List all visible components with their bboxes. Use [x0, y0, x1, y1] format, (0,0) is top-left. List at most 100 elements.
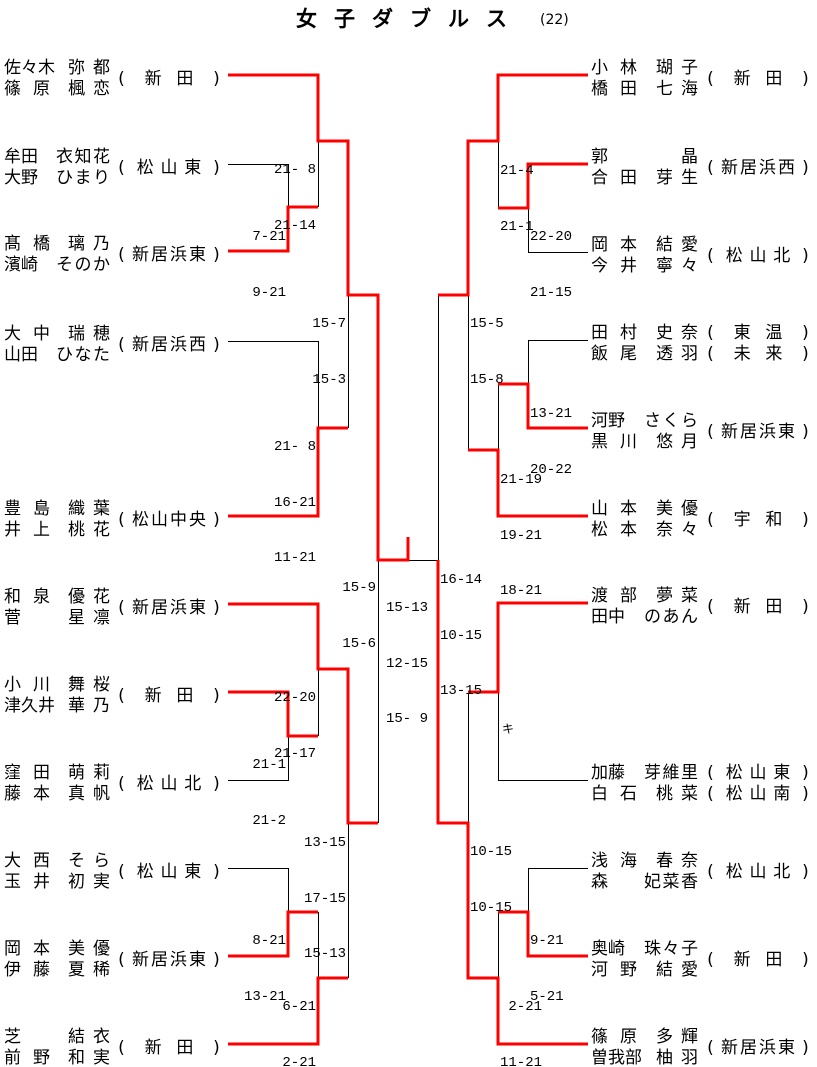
player-name: 玉井初実 — [4, 872, 110, 893]
given-name-char: く — [662, 411, 680, 431]
school-name-char: 居 — [740, 421, 757, 442]
school-name-char: 北 — [184, 773, 202, 794]
given-name-char: 花 — [93, 147, 110, 167]
player-name: 浅海春奈 — [591, 851, 698, 872]
school-bracket-open: ( — [707, 949, 714, 970]
school-name: (未来) — [702, 344, 814, 365]
family-name-char: 芝 — [4, 1027, 21, 1047]
game-score: 21-2 — [252, 812, 286, 829]
family-name-char: 中 — [608, 607, 625, 627]
school-name: (松山南) — [702, 784, 814, 805]
family-name-char: 野 — [608, 411, 625, 431]
school-name-char: 山 — [749, 245, 767, 266]
given-name: 晶 — [681, 147, 698, 168]
given-name-char: 春 — [656, 851, 673, 871]
bracket-line — [528, 868, 588, 912]
bracket-line — [228, 736, 289, 781]
family-name-char: 田 — [21, 147, 38, 167]
school-name-char: 浜 — [759, 421, 776, 442]
family-name: 小川 — [4, 675, 50, 696]
game-score: 13-21 — [243, 988, 286, 1005]
family-name-char: 和 — [4, 587, 21, 607]
given-name: 春奈 — [656, 851, 698, 872]
given-name-char: 奈 — [656, 520, 673, 540]
school-name: (新居浜東) — [113, 245, 225, 266]
school-bracket-open: ( — [707, 323, 714, 343]
game-score: 15-6 — [342, 635, 376, 652]
school-name-char: 新 — [144, 685, 162, 706]
family-name-char: 小 — [4, 675, 21, 695]
school-name-char: 宇 — [733, 509, 751, 530]
school-bracket-close: ) — [213, 509, 220, 530]
given-name-char: 夢 — [656, 586, 673, 606]
family-name: 松本 — [591, 520, 637, 541]
family-name: 田村 — [591, 323, 637, 344]
school-name-char: 浜 — [170, 949, 187, 970]
family-name-char: 石 — [620, 784, 637, 804]
given-name: 珠々子 — [644, 939, 698, 960]
school-name: (松山中央) — [113, 510, 225, 531]
family-name: 森 — [591, 872, 608, 893]
team-entry: 豊島織葉井上桃花(松山中央) — [4, 499, 225, 541]
given-name-char: 帆 — [93, 784, 110, 804]
player-name: 河野さくら — [591, 411, 698, 432]
school-name: (松山北) — [702, 246, 814, 267]
school-name-char: 東 — [189, 244, 206, 265]
school-name-char: 松 — [725, 245, 743, 266]
player-name: 髙橋璃乃 — [4, 234, 110, 255]
school-name-char: 田 — [765, 949, 783, 970]
given-name-char: 星 — [68, 608, 85, 628]
school-name-char: 東 — [189, 597, 206, 618]
given-name-char: 優 — [93, 939, 110, 959]
team-entry: 加藤芽維里(松山東)白石桃菜(松山南) — [591, 763, 814, 805]
given-name: 璃乃 — [68, 234, 110, 255]
game-score: 21-19 — [500, 472, 543, 488]
given-name: ひなた — [56, 345, 110, 366]
family-name: 曽我部 — [591, 1048, 642, 1067]
player-name: 菅星凛 — [4, 608, 110, 629]
given-name-char: 羽 — [681, 344, 698, 364]
given-name-char: 萌 — [68, 763, 85, 783]
given-name-char: 初 — [68, 872, 85, 892]
school-name: (新居浜東) — [702, 422, 814, 443]
family-name-char: 川 — [620, 432, 637, 452]
given-name-char: 寧 — [656, 256, 673, 276]
family-name-char: 山 — [591, 499, 608, 519]
school-bracket-close: ) — [802, 421, 809, 442]
player-name: 小川舞桜 — [4, 675, 110, 696]
school-name: (新居浜東) — [113, 598, 225, 619]
school-name-char: 居 — [151, 597, 168, 618]
given-name-char: 子 — [681, 58, 698, 78]
family-name-char: 村 — [620, 323, 637, 343]
school-bracket-open: ( — [707, 596, 714, 617]
family-name-char: 本 — [33, 939, 50, 959]
given-name: 史奈 — [656, 323, 698, 344]
given-name-char: 輝 — [681, 1027, 698, 1047]
given-name-char: 透 — [656, 344, 673, 364]
given-name-char: 結 — [656, 235, 673, 255]
given-name: そのか — [56, 255, 110, 276]
family-name-char: 藤 — [33, 960, 50, 980]
game-score: 21-17 — [273, 745, 316, 762]
bracket-line — [528, 208, 588, 253]
family-name-char: 井 — [33, 872, 50, 892]
family-name: 井上 — [4, 520, 50, 541]
family-name-char: 本 — [620, 235, 637, 255]
game-score: 16-21 — [273, 494, 316, 511]
player-name: 大西そら — [4, 851, 110, 872]
family-name: 岡本 — [4, 939, 50, 960]
family-name: 和泉 — [4, 587, 50, 608]
match-score: 2-21 11-21 — [500, 961, 542, 1067]
family-name-char: 田 — [21, 345, 38, 365]
given-name-char: 恋 — [93, 79, 110, 99]
family-name-char: 小 — [591, 58, 608, 78]
school-bracket-open: ( — [707, 763, 714, 783]
family-name-char: 崎 — [608, 939, 625, 959]
player-name: 山田ひなた — [4, 345, 110, 366]
family-name-char: 本 — [33, 784, 50, 804]
family-name-char: 井 — [4, 520, 21, 540]
family-name: 白石 — [591, 784, 637, 805]
finalist-path — [436, 560, 588, 1046]
given-name: 結衣 — [68, 1027, 110, 1048]
family-name: 菅 — [4, 608, 21, 629]
